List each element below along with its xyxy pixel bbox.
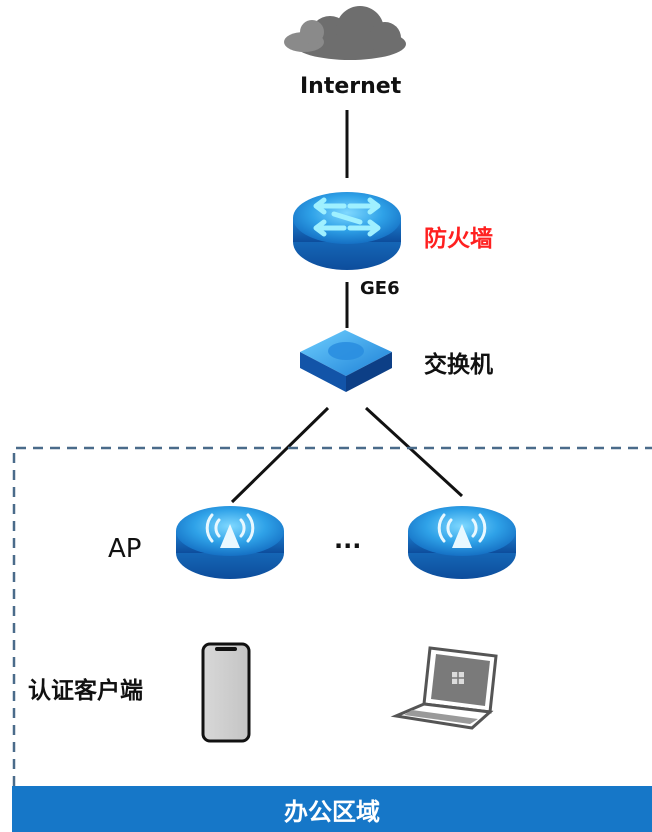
laptop-icon [390, 646, 498, 730]
office-zone-title: 办公区域 [284, 797, 380, 826]
ap-label: AP [108, 534, 142, 564]
ellipsis-label: ··· [334, 532, 362, 560]
switch-label: 交换机 [424, 352, 493, 378]
link-switch-ap-right [364, 406, 464, 498]
switch-icon [300, 330, 392, 392]
port-label: GE6 [360, 278, 400, 299]
wireless-ap-icon [408, 506, 516, 579]
cloud-icon [284, 6, 406, 60]
auth-client-label: 认证客户端 [28, 678, 143, 704]
office-zone-boundary [12, 446, 652, 786]
wireless-ap-icon [176, 506, 284, 579]
office-zone-banner: 办公区域 [12, 786, 652, 832]
link-switch-ap-left [230, 406, 330, 504]
firewall-label: 防火墙 [424, 226, 493, 252]
smartphone-icon [201, 642, 251, 743]
router-icon [293, 192, 401, 270]
internet-label: Internet [300, 74, 402, 99]
